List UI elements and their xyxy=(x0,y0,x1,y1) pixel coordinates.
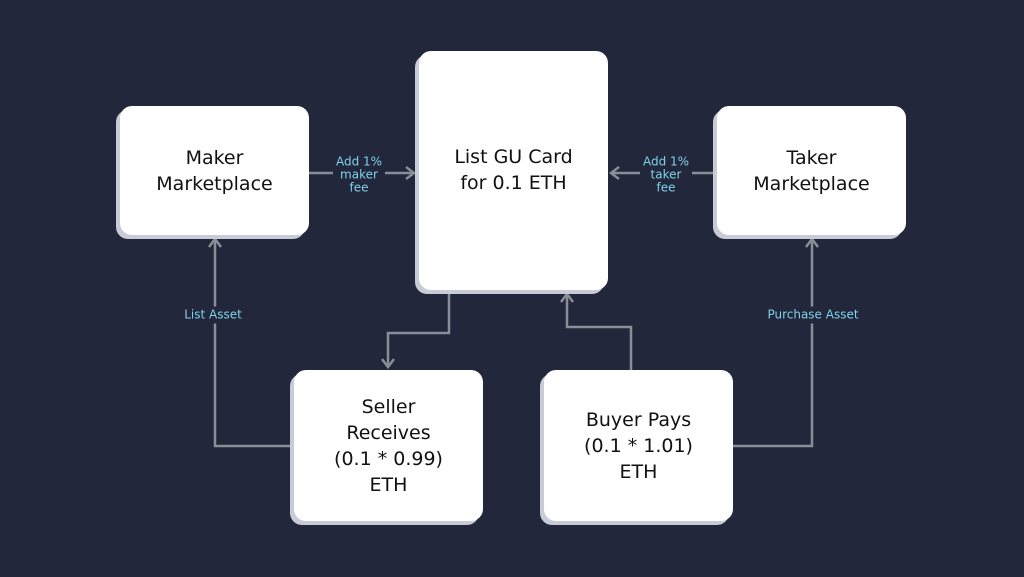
connector-buyer-to-listing xyxy=(565,294,633,371)
taker-fee-line-3: fee xyxy=(656,180,676,195)
maker-fee-line-3: fee xyxy=(349,180,369,195)
arrowhead-maker-to-listing xyxy=(405,166,417,180)
connector-seller-to-maker xyxy=(213,239,293,448)
seller-receives-line-2: Receives xyxy=(346,421,431,444)
seller-receives-line-4: ETH xyxy=(369,473,408,496)
taker-fee-line-2: taker xyxy=(650,167,682,182)
list-asset-line-1: List Asset xyxy=(184,307,242,322)
seller-receives-label: Seller Receives (0.1 * 0.99) ETH xyxy=(334,394,443,498)
arrowhead-taker-to-listing xyxy=(608,166,620,180)
list-card-node: List GU Card for 0.1 ETH xyxy=(419,51,608,290)
seller-receives-line-3: (0.1 * 0.99) xyxy=(334,447,443,470)
arrowhead-listing-to-seller xyxy=(381,358,395,370)
seller-receives-node: Seller Receives (0.1 * 0.99) ETH xyxy=(294,370,483,521)
taker-marketplace-node: Taker Marketplace xyxy=(717,106,906,235)
connector-buyer-to-taker xyxy=(733,239,814,448)
edge-label-purchase-asset: Purchase Asset xyxy=(764,306,862,324)
edge-label-maker-fee: Add 1% maker fee xyxy=(332,153,386,197)
purchase-asset-line-1: Purchase Asset xyxy=(767,307,859,322)
arrowhead-buyer-to-listing xyxy=(560,291,574,303)
maker-marketplace-label: Maker Marketplace xyxy=(156,145,272,197)
buyer-pays-label: Buyer Pays (0.1 * 1.01) ETH xyxy=(584,407,693,485)
maker-fee-line-1: Add 1% xyxy=(335,154,383,169)
list-card-line-1: List GU Card xyxy=(454,146,573,168)
list-card-label: List GU Card for 0.1 ETH xyxy=(454,144,572,196)
arrowhead-seller-to-maker xyxy=(208,236,222,248)
maker-marketplace-node: Maker Marketplace xyxy=(120,106,309,235)
maker-fee-line-2: maker xyxy=(340,167,378,182)
seller-receives-line-1: Seller xyxy=(361,395,416,418)
list-card-line-2: for 0.1 ETH xyxy=(460,172,567,194)
taker-fee-line-1: Add 1% xyxy=(642,154,690,169)
buyer-pays-node: Buyer Pays (0.1 * 1.01) ETH xyxy=(544,370,733,521)
edge-label-taker-fee: Add 1% taker fee xyxy=(639,153,693,197)
maker-marketplace-line-1: Maker xyxy=(185,146,244,169)
buyer-pays-line-1: Buyer Pays xyxy=(585,408,692,431)
buyer-pays-line-3: ETH xyxy=(619,460,658,483)
edge-label-list-asset: List Asset xyxy=(181,306,245,324)
maker-marketplace-line-2: Marketplace xyxy=(156,172,273,195)
taker-marketplace-label: Taker Marketplace xyxy=(753,145,869,197)
arrowhead-buyer-to-taker xyxy=(805,236,819,248)
buyer-pays-line-2: (0.1 * 1.01) xyxy=(584,434,693,457)
connector-listing-to-seller xyxy=(386,292,451,367)
taker-marketplace-line-2: Marketplace xyxy=(753,172,870,195)
taker-marketplace-line-1: Taker xyxy=(786,146,837,169)
